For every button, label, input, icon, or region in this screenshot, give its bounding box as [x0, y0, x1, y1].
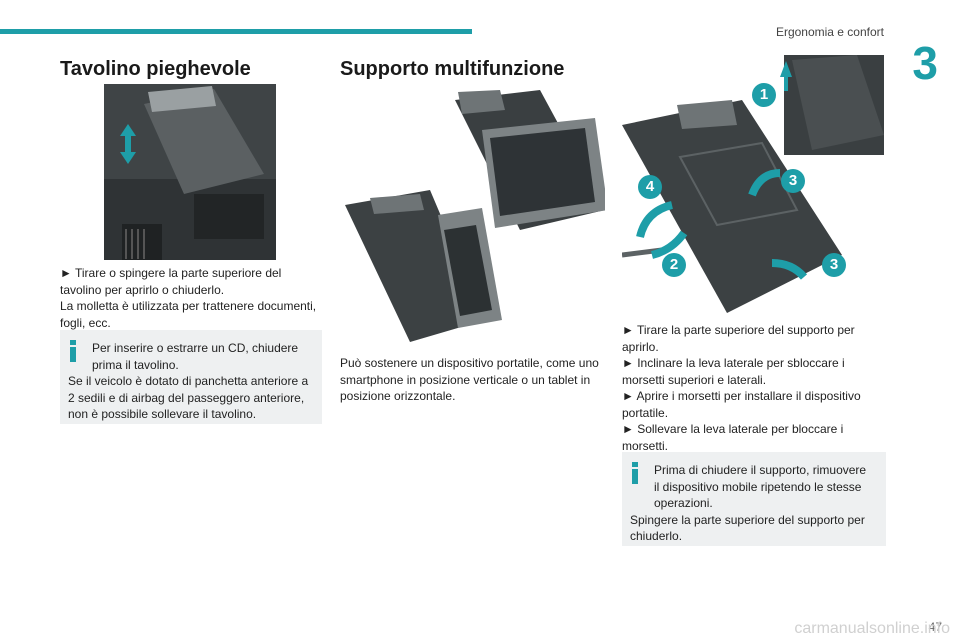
- info-text-airbag: Se il veicolo è dotato di panchetta ante…: [68, 374, 309, 421]
- info-icon: [632, 462, 638, 484]
- holder-step-1: ► Tirare la parte superiore del supporto…: [622, 323, 855, 354]
- folding-table-illustration: [104, 84, 276, 260]
- callout-4: 4: [638, 175, 662, 199]
- info-text-close-holder: Spingere la parte superiore del supporto…: [630, 512, 865, 544]
- multifunction-holder-illustration: [340, 90, 608, 345]
- folding-table-text: ► Tirare o spingere la parte superiore d…: [60, 265, 322, 331]
- folding-table-info-box: Per inserire o estrarre un CD, chiudere …: [60, 330, 322, 424]
- holder-step-3: ► Aprire i morsetti per installare il di…: [622, 389, 861, 420]
- holder-operation-illustration: 1 2 3 3 4: [621, 55, 886, 315]
- info-text-cd: Per inserire o estrarre un CD, chiudere …: [92, 341, 299, 372]
- multifunction-holder-title: Supporto multifunzione: [340, 58, 565, 80]
- callout-3-lower: 3: [822, 253, 846, 277]
- holder-info-box: Prima di chiudere il supporto, rimuovere…: [622, 452, 886, 546]
- watermark: carmanualsonline.info: [794, 620, 950, 637]
- chapter-number: 3: [912, 37, 938, 89]
- header-accent-bar: [0, 29, 472, 34]
- holder-steps-text: ► Tirare la parte superiore del supporto…: [622, 322, 886, 454]
- info-text-remove-device: Prima di chiudere il supporto, rimuovere…: [654, 463, 867, 510]
- holder-step-2: ► Inclinare la leva laterale per sblocca…: [622, 356, 845, 387]
- callout-1: 1: [752, 83, 776, 107]
- folding-table-step: ► Tirare o spingere la parte superiore d…: [60, 266, 282, 297]
- holder-step-4: ► Sollevare la leva laterale per bloccar…: [622, 422, 844, 453]
- callout-3-upper: 3: [781, 169, 805, 193]
- page-number: 47: [928, 620, 942, 634]
- folding-table-clip-note: La molletta è utilizzata per trattenere …: [60, 299, 317, 330]
- section-title: Ergonomia e confort: [775, 25, 884, 39]
- info-icon: [70, 340, 76, 362]
- callout-2: 2: [662, 253, 686, 277]
- folding-table-title: Tavolino pieghevole: [60, 58, 251, 80]
- multifunction-holder-text: Può sostenere un dispositivo portatile, …: [340, 356, 599, 403]
